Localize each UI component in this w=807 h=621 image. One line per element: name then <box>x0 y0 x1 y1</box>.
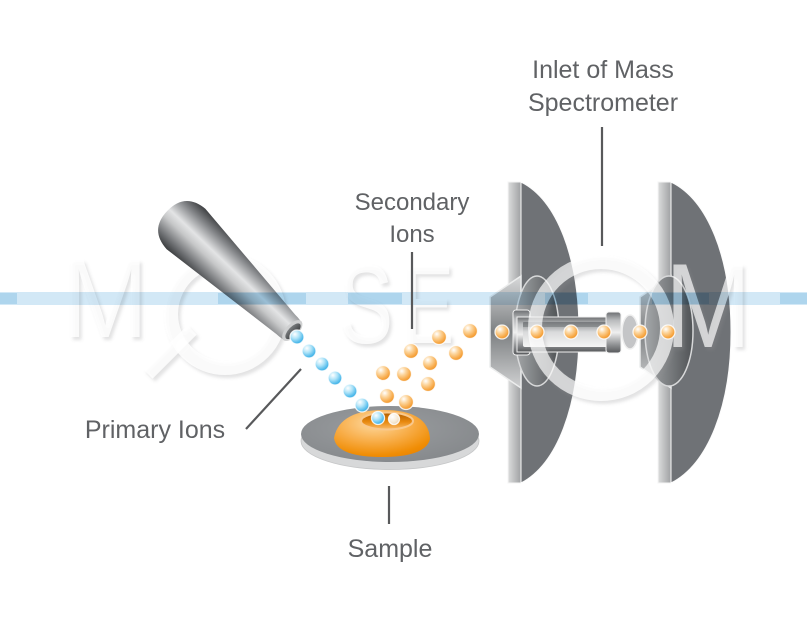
impact-crater <box>360 411 414 431</box>
secondary-ion <box>632 324 648 340</box>
label-primary-ions: Primary Ions <box>85 416 225 444</box>
secondary-ion <box>461 322 479 340</box>
labels: Inlet of Mass Spectrometer Secondary Ion… <box>85 56 678 563</box>
secondary-ion <box>529 324 545 340</box>
primary-ion <box>327 370 343 386</box>
pointer-lines <box>245 127 604 524</box>
label-secondary-line2: Ions <box>389 221 434 248</box>
secondary-ion-cloud <box>374 322 676 411</box>
primary-ion <box>301 343 317 359</box>
electrode-right-body <box>670 181 732 484</box>
secondary-ion <box>374 364 392 382</box>
secondary-ion <box>494 324 510 340</box>
crater-particles <box>370 410 401 426</box>
band-stripe <box>0 292 807 305</box>
band-dashes <box>0 293 807 304</box>
ion-gun-barrel <box>158 201 302 341</box>
primary-ion <box>354 397 370 413</box>
band-dash <box>652 293 709 304</box>
band-dash <box>780 293 807 304</box>
watermark-slash <box>143 325 197 379</box>
crater-particle <box>387 412 401 426</box>
secondary-ion <box>402 342 420 360</box>
secondary-ion <box>378 387 396 405</box>
secondary-ion <box>397 393 415 411</box>
band-dash <box>218 293 306 304</box>
watermark-band <box>0 292 807 305</box>
band-dash <box>348 293 402 304</box>
crater-primary-ion <box>370 410 386 426</box>
primary-pointer-line <box>245 368 302 430</box>
secondary-ion <box>430 328 448 346</box>
secondary-ion <box>447 344 465 362</box>
primary-ion <box>289 329 305 345</box>
secondary-ion <box>596 324 612 340</box>
primary-ion <box>314 356 330 372</box>
label-inlet-line1: Inlet of Mass <box>532 56 674 84</box>
band-dash <box>0 293 17 304</box>
label-inlet-line2: Spectrometer <box>528 89 678 117</box>
secondary-ion <box>421 354 439 372</box>
secondary-ion <box>660 324 676 340</box>
secondary-ion <box>419 375 437 393</box>
label-sample: Sample <box>348 535 433 563</box>
band-dash <box>545 293 588 304</box>
primary-ion-beam <box>289 329 370 413</box>
watermark-letter-m2: M <box>665 239 751 373</box>
secondary-ion <box>395 365 413 383</box>
label-secondary-line1: Secondary <box>355 189 470 216</box>
secondary-ion <box>563 324 579 340</box>
primary-ion <box>342 383 358 399</box>
